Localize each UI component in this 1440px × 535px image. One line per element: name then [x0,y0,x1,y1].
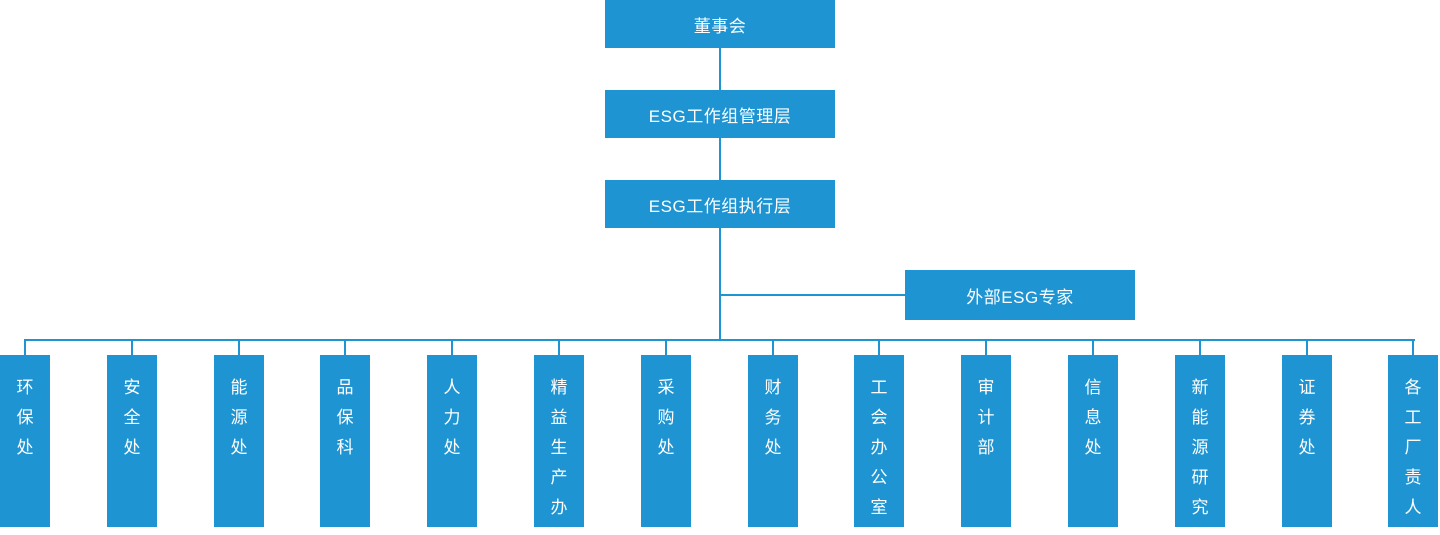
node-esg-management-layer[interactable]: ESG工作组管理层 [605,90,835,138]
node-department-label-char: 处 [1298,438,1316,457]
node-department-label-char: 工 [870,378,888,397]
node-department-label-char: 办 [550,498,568,517]
node-department-label-char: 处 [230,438,248,457]
node-department-label-char: 审 [977,378,995,397]
connector-trunk-to-advisor [719,294,905,296]
node-department-label-char: 人 [1404,498,1422,517]
node-department-label-char: 责 [1404,468,1422,487]
node-department-label-char: 品 [336,378,354,397]
node-department-label-char: 购 [657,408,675,427]
connector-bus-to-department [1199,339,1201,355]
node-department-label-char: 环 [16,378,34,397]
node-department-label-char: 处 [443,438,461,457]
node-department[interactable]: 财务处 [748,355,798,527]
node-department-label-char: 处 [16,438,34,457]
node-department-label-char: 保 [336,408,354,427]
node-department-label-char: 科 [336,438,354,457]
node-department[interactable]: 新能源研究院 [1175,355,1225,535]
node-department-label-char: 处 [123,438,141,457]
node-department-label-char: 新 [1191,378,1209,397]
node-department-label-char: 采 [657,378,675,397]
node-department-label-char: 处 [1084,438,1102,457]
node-department-label-char: 务 [764,408,782,427]
connector-board-to-management [719,48,721,90]
node-department-label-char: 能 [230,378,248,397]
connector-management-to-execution [719,138,721,180]
connector-bus-to-department [344,339,346,355]
node-department-label-char: 工 [1404,408,1422,427]
connector-bus-to-department [131,339,133,355]
node-department-label-char: 财 [764,378,782,397]
connector-bus-to-department [1092,339,1094,355]
node-department[interactable]: 能源处 [214,355,264,527]
node-department-label-char: 精 [550,378,568,397]
node-department-label-char: 人 [443,378,461,397]
node-department[interactable]: 人力处 [427,355,477,527]
node-department-label-char: 息 [1084,408,1102,427]
node-department-label-char: 券 [1298,408,1316,427]
node-execution-label: ESG工作组执行层 [648,196,792,216]
connector-bus-to-department [558,339,560,355]
node-department-label-char: 处 [657,438,675,457]
connector-bus-to-department [985,339,987,355]
node-department[interactable]: 品保科 [320,355,370,527]
node-external-esg-advisor[interactable]: 外部ESG专家 [905,270,1135,320]
node-department-label-char: 益 [550,408,568,427]
node-department-label-char: 产 [550,468,568,487]
node-board-of-directors[interactable]: 董事会 [605,0,835,48]
node-department[interactable]: 证券处 [1282,355,1332,527]
node-department-label-char: 厂 [1404,438,1422,457]
node-department-label-char: 安 [123,378,141,397]
node-department-label-char: 生 [550,438,568,457]
node-department-label-char: 究 [1191,498,1209,517]
node-department-label-char: 公 [870,468,888,487]
node-department[interactable]: 采购处 [641,355,691,527]
node-department[interactable]: 环保处 [0,355,50,527]
connector-bus-to-department [772,339,774,355]
node-department-label-char: 计 [977,408,995,427]
node-department-label-char: 能 [1191,408,1209,427]
node-department-label-char: 全 [123,408,141,427]
connector-bus-to-department [238,339,240,355]
node-department-label-char: 研 [1191,468,1209,487]
connector-bus-to-department [24,339,26,355]
node-department-label-char: 信 [1084,378,1102,397]
node-advisor-label: 外部ESG专家 [966,287,1074,307]
node-department[interactable]: 信息处 [1068,355,1118,527]
node-department-label-char: 力 [443,408,461,427]
node-department-label-char: 证 [1298,378,1316,397]
node-department[interactable]: 精益生产办 [534,355,584,527]
node-department-label-char: 源 [1191,438,1209,457]
connector-bus-to-department [878,339,880,355]
node-department[interactable]: 各工厂责人 [1388,355,1438,527]
node-department-label-char: 各 [1404,378,1422,397]
node-department-label-char: 院 [1192,523,1209,535]
node-management-label: ESG工作组管理层 [648,106,792,126]
node-department-label-char: 处 [764,438,782,457]
connector-bus-to-department [1306,339,1308,355]
node-department-label-char: 办 [870,438,888,457]
connector-bus-to-department [1412,339,1414,355]
node-department-label-char: 源 [230,408,248,427]
node-department-label-char: 会 [870,408,888,427]
connector-bus-to-department [665,339,667,355]
node-department[interactable]: 审计部 [961,355,1011,527]
node-department[interactable]: 工会办公室 [854,355,904,527]
node-department-label-char: 部 [977,438,995,457]
node-department[interactable]: 安全处 [107,355,157,527]
node-esg-execution-layer[interactable]: ESG工作组执行层 [605,180,835,228]
connector-bus-to-department [451,339,453,355]
node-board-label: 董事会 [693,16,747,36]
connector-trunk-vertical [719,228,721,341]
node-department-label-char: 保 [16,408,34,427]
connector-department-bus [26,339,1415,341]
node-department-label-char: 室 [870,498,888,517]
